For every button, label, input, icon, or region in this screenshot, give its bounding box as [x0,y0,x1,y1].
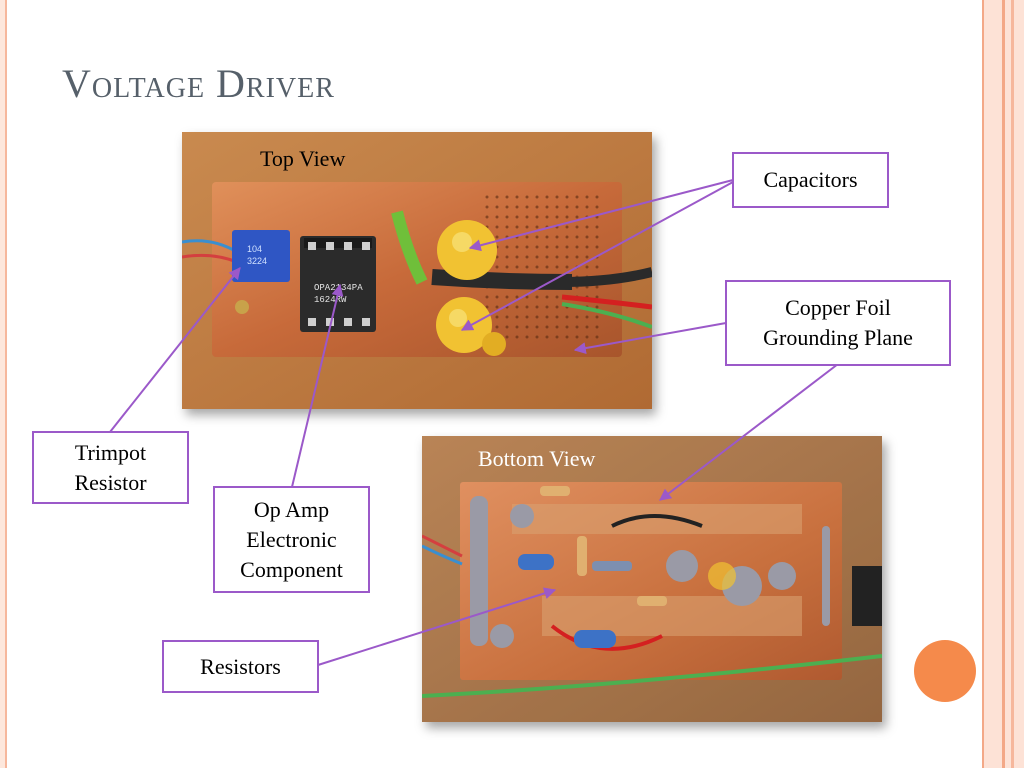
label-trimpot-line2: Resistor [74,469,147,495]
label-capacitors: Capacitors [732,152,889,208]
label-trimpot-line1: Trimpot [74,439,147,465]
top-view-illustration: 104 3224 OPA2134PA 1624RW [182,132,652,409]
label-resistors: Resistors [162,640,319,693]
svg-text:1624RW: 1624RW [314,295,347,305]
svg-text:3224: 3224 [247,256,267,266]
bottom-view-illustration [422,436,882,722]
top-view-photo: 104 3224 OPA2134PA 1624RW Top View [182,132,652,409]
label-opamp-line3: Component [240,556,343,582]
label-copper-foil: Copper Foil Grounding Plane [725,280,951,366]
svg-text:104: 104 [247,244,262,254]
orange-circle-decoration [914,640,976,702]
top-view-caption: Top View [260,146,346,171]
label-opamp-line2: Electronic [246,526,337,552]
right-edge-decoration [978,0,1024,768]
left-edge-decoration [0,0,12,768]
label-opamp-line1: Op Amp [253,496,330,522]
bottom-view-photo: Bottom View [422,436,882,722]
label-copper-foil-line2: Grounding Plane [763,325,913,350]
label-capacitors-text: Capacitors [763,167,858,192]
label-copper-foil-line1: Copper Foil [785,295,891,320]
label-resistors-text: Resistors [200,653,281,679]
svg-text:OPA2134PA: OPA2134PA [314,283,363,293]
label-opamp: Op Amp Electronic Component [213,486,370,593]
bottom-view-caption: Bottom View [478,446,596,471]
slide-title: Voltage Driver [62,61,335,106]
label-trimpot: Trimpot Resistor [32,431,189,504]
